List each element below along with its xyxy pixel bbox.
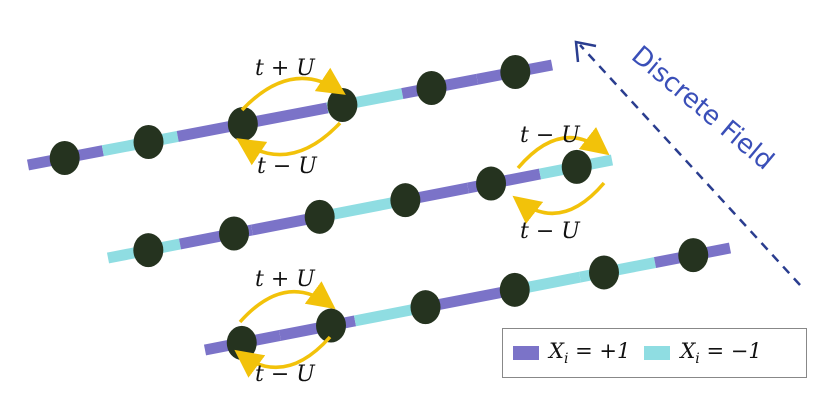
lattice-site [416,71,447,105]
legend-swatch-minus-one [644,346,671,360]
hop-label-chain3-top: t + U [255,267,316,292]
legend-item-minus-one: Xi = −1 [644,338,762,368]
lattice-site [678,238,709,273]
discrete-field-arrowhead [574,40,597,63]
discrete-field-arrow [579,44,801,286]
discrete-field-label: Discrete Field [626,40,780,176]
lattice-site [219,216,249,251]
legend-item-plus-one: Xi = +1 [513,339,630,367]
lattice-site [410,290,441,325]
chain-3 [203,238,732,360]
hop-label-chain1-top: t + U [255,56,316,81]
hop-label-chain1-bottom: t − U [257,154,318,179]
hop-arrow-forward [516,127,610,170]
lattice-site [390,183,421,218]
lattice-site [49,141,80,175]
legend: Xi = +1 Xi = −1 [502,328,807,378]
lattice-site [133,233,164,268]
chain-2 [106,149,614,268]
hop-arrow-forward [240,67,346,112]
lattice-site [316,308,346,343]
hop-arrow-backward [234,335,332,378]
hop-arrows-chain-2 [512,127,610,224]
lattice-site [476,166,507,201]
lattice-site [327,88,358,122]
hop-label-chain2-bottom: t − U [520,219,581,244]
legend-swatch-plus-one [513,346,539,360]
lattice-site [500,55,531,89]
lattice-site [304,199,335,234]
hop-arrow-backward [512,181,606,224]
legend-label-minus-one: Xi = −1 [680,338,762,368]
hop-label-chain3-bottom: t − U [255,362,316,387]
chain-segment [251,102,329,128]
lattice-site [133,125,164,159]
lattice-site [499,272,530,307]
lattice-site [561,149,592,184]
chain-segment [428,286,507,312]
hop-arrows-chain-3 [234,281,336,378]
lattice-site [227,107,258,141]
hop-arrow-backward [236,121,342,166]
legend-label-plus-one: Xi = +1 [549,338,631,368]
hop-arrow-forward [238,281,336,324]
hop-arrows-chain-1 [236,67,346,166]
lattice-site [589,255,619,290]
chain-1 [26,55,554,175]
hop-label-chain2-top: t − U [520,123,581,148]
chain-segment [322,196,398,222]
